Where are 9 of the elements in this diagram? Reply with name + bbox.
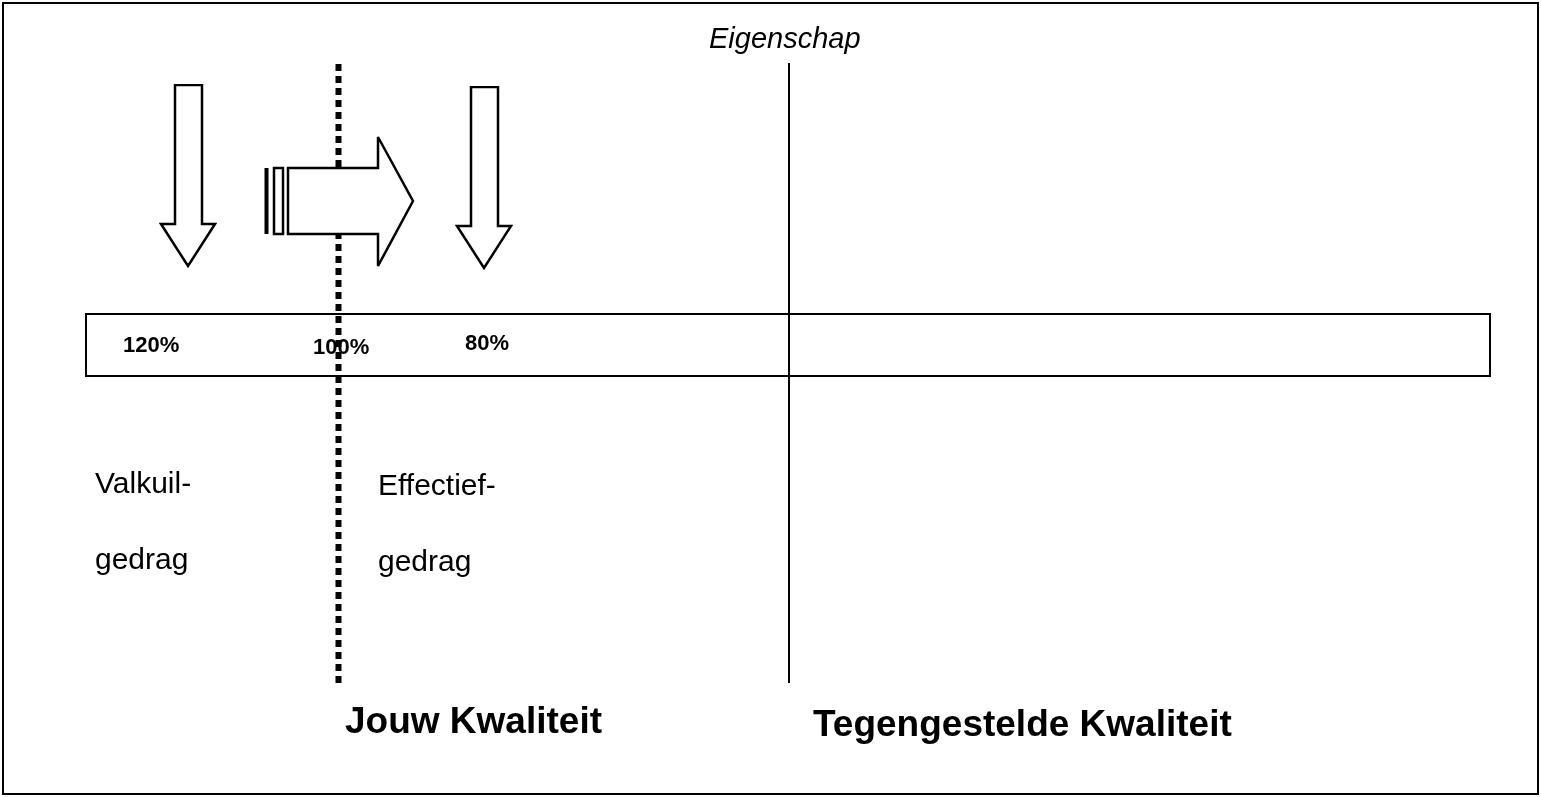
percentage-label: 80% [465, 330, 510, 356]
quality-heading: Tegengestelde Kwaliteit [813, 703, 1232, 746]
scale-bar [85, 313, 1491, 377]
percentage-label: 120% [123, 332, 180, 358]
axis-title: Eigenschap [709, 22, 861, 56]
percentage-label: 100% [313, 334, 370, 360]
zone-label: Valkuil- gedrag [95, 465, 193, 577]
zone-label: Effectief- gedrag [378, 467, 497, 579]
quality-heading: Jouw Kwaliteit [345, 700, 602, 743]
